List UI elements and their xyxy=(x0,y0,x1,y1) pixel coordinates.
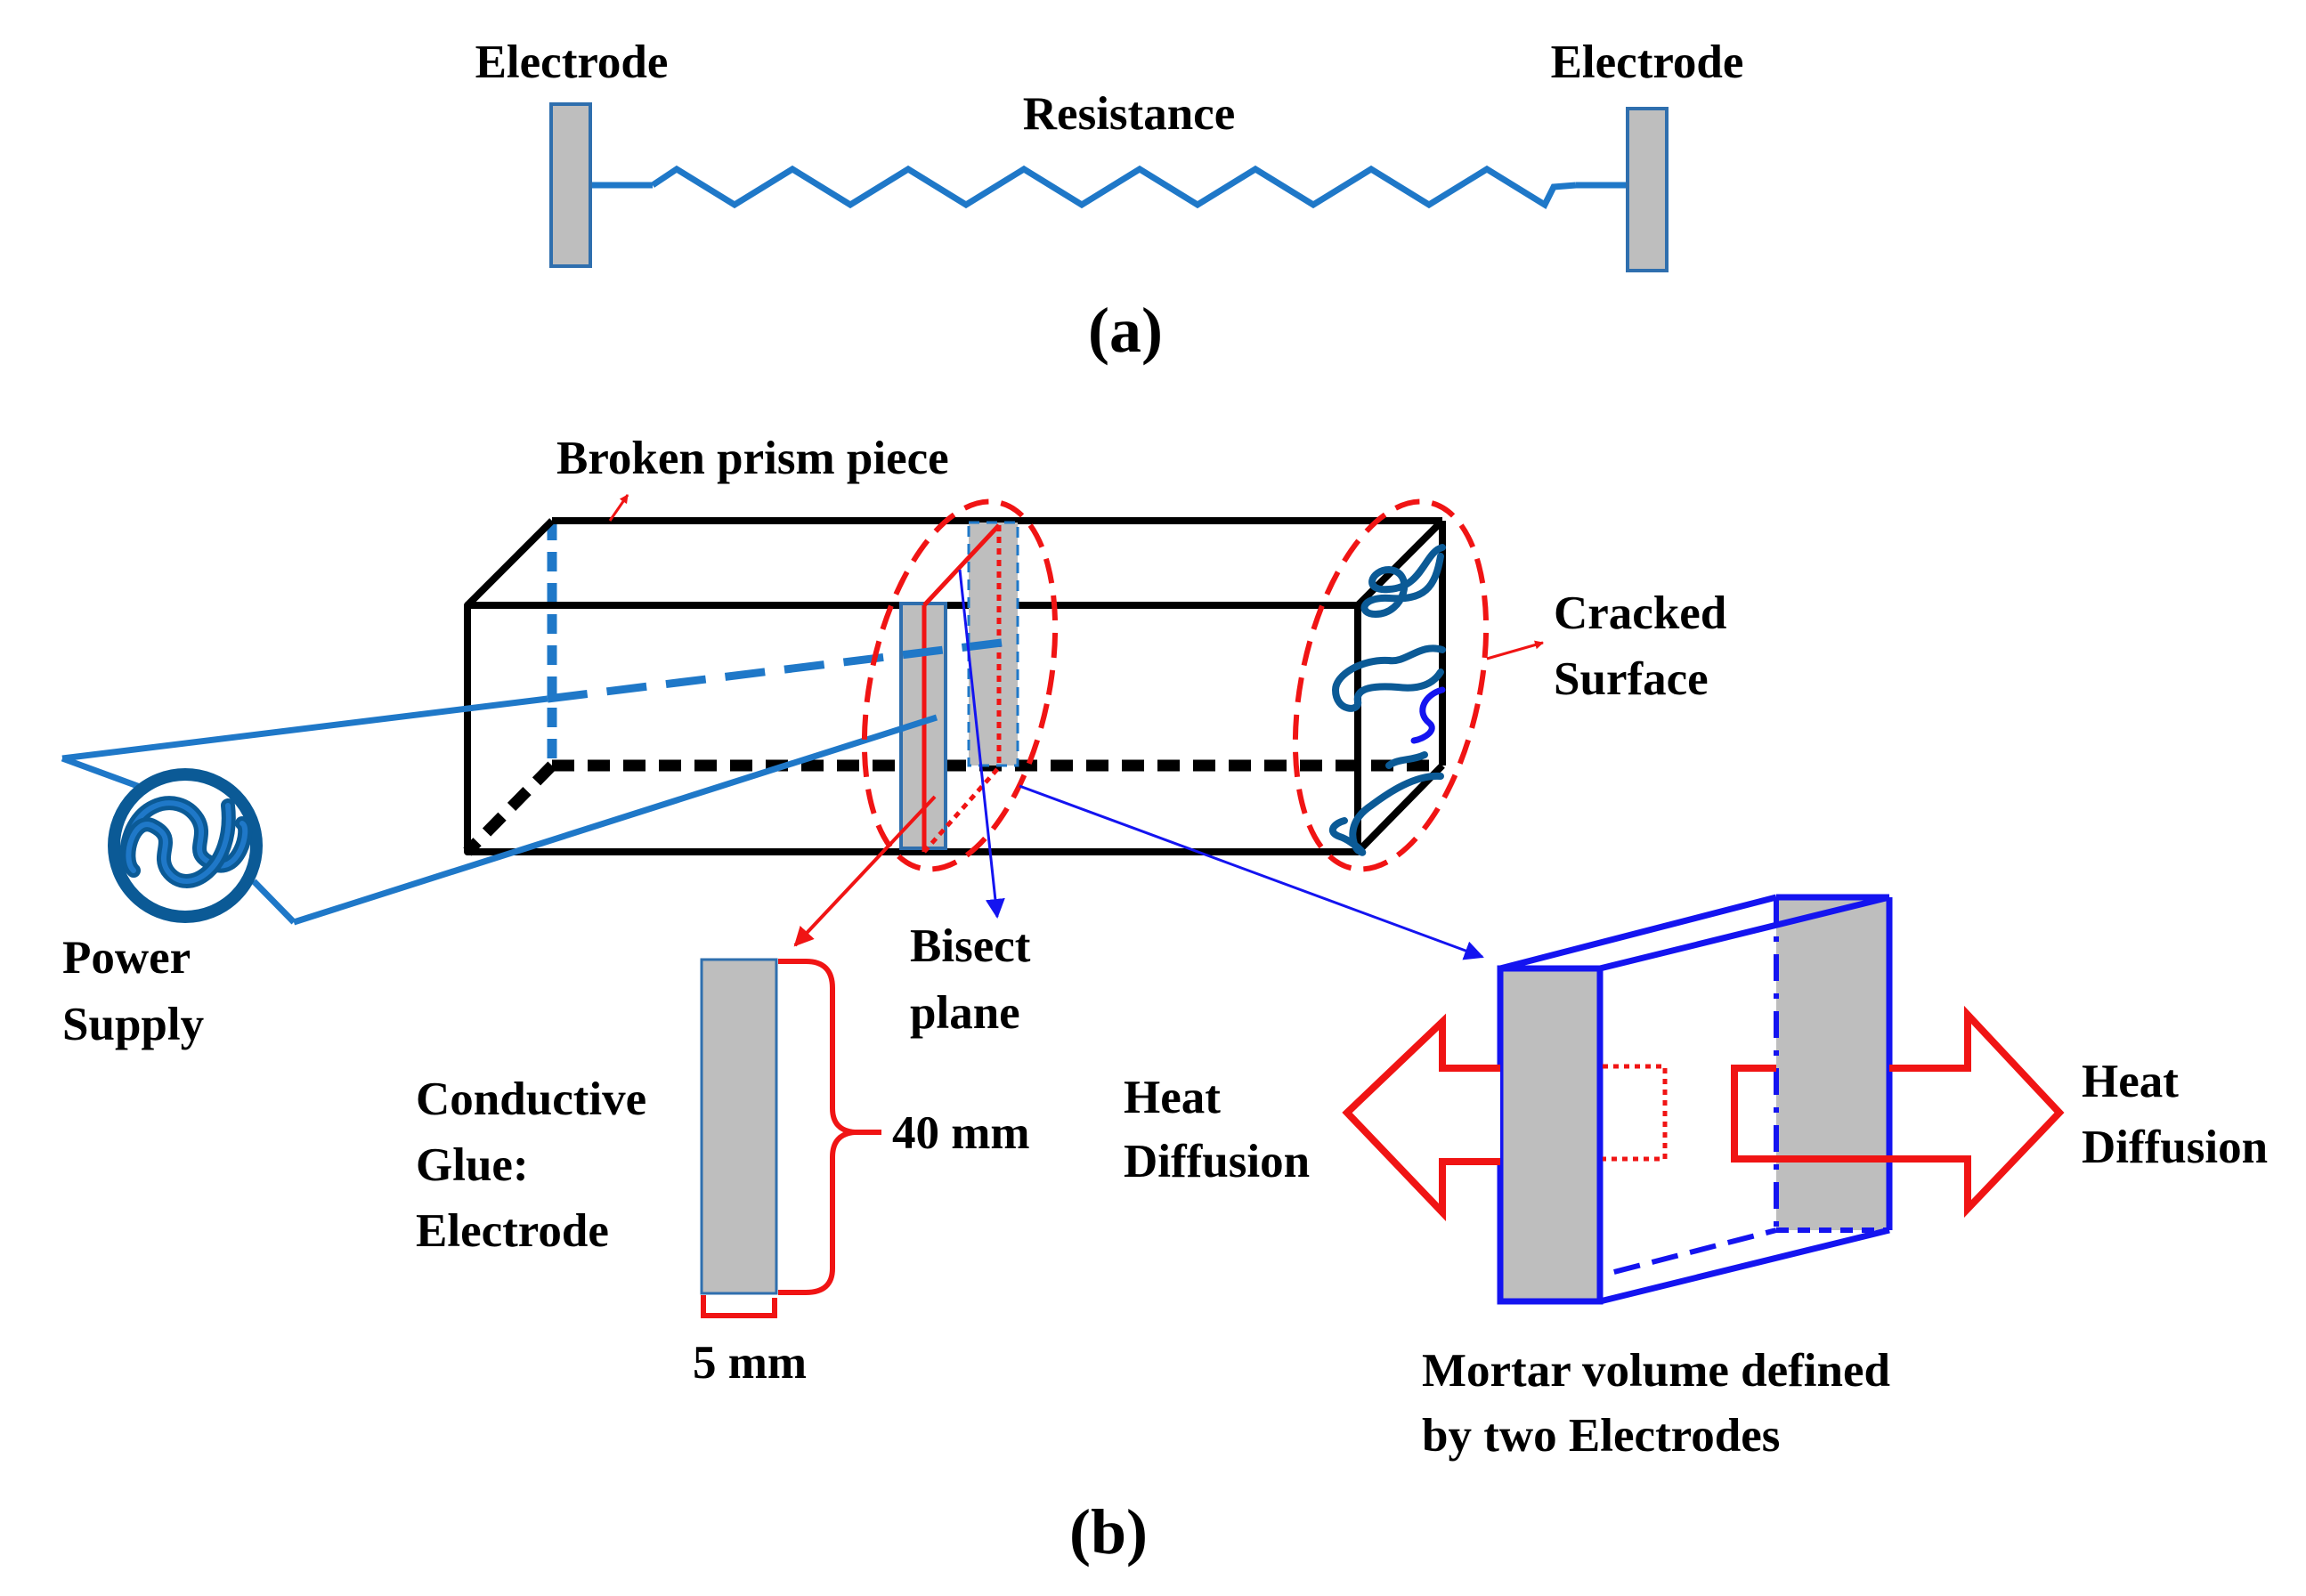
heat-right-label-line2: Diffusion xyxy=(2082,1122,2268,1173)
crack-line-4 xyxy=(1328,772,1444,856)
heat-right-label-line1: Heat xyxy=(2082,1056,2179,1107)
heat-left-label-line1: Heat xyxy=(1124,1072,1221,1123)
resistance-zigzag xyxy=(651,165,1577,209)
bisect-plane-label-line2: plane xyxy=(910,987,1020,1039)
resistance-label: Resistance xyxy=(1023,88,1235,140)
power-supply-icon xyxy=(108,768,263,923)
heat-diffusion-right-arrow xyxy=(1731,1005,2065,1218)
mortar-front-face xyxy=(1497,965,1604,1305)
broken-prism-label: Broken prism piece xyxy=(556,433,949,484)
cracked-surface-label-line2: Surface xyxy=(1554,653,1709,705)
heat-left-label-line2: Diffusion xyxy=(1124,1136,1310,1187)
bisect-plane-label-line1: Bisect xyxy=(910,920,1031,972)
panel-a: Electrode Electrode Resistance (a) xyxy=(475,36,1744,366)
bisect-top-edge xyxy=(922,523,1001,607)
mortar-top-right xyxy=(1599,894,1890,972)
conductive-glue-label-line3: Electrode xyxy=(416,1205,609,1257)
mortar-volume-arrow xyxy=(1019,784,1484,960)
mortar-volume-label-line1: Mortar volume defined xyxy=(1422,1345,1890,1397)
left-electrode-label: Electrode xyxy=(475,36,669,88)
cracked-surface-pointer xyxy=(1486,640,1544,660)
width-dimension-label: 5 mm xyxy=(693,1337,807,1389)
mortar-back-face xyxy=(1776,897,1889,1230)
wire-hidden-segment xyxy=(547,638,1003,703)
wire-top-to-supply xyxy=(61,755,144,791)
bisect-plane-arrow xyxy=(958,569,1005,919)
panel-b-caption: (b) xyxy=(1069,1496,1148,1568)
mortar-top-left xyxy=(1499,894,1777,972)
power-supply-label-line1: Power xyxy=(62,932,191,984)
heat-diffusion-inner-dotted xyxy=(1603,1064,1668,1162)
mortar-volume-label-line2: by two Electrodes xyxy=(1422,1410,1780,1462)
prism-hidden-left-edge xyxy=(463,761,556,856)
crack-lines xyxy=(1328,544,1446,856)
crack-line-1 xyxy=(1360,544,1446,618)
electrode-detail xyxy=(700,958,778,1295)
crack-highlight-ellipse xyxy=(1292,498,1490,872)
width-brace xyxy=(701,1295,777,1318)
bisect-highlight-ellipse xyxy=(861,498,1059,872)
wire-top xyxy=(61,695,548,762)
crack-line-5 xyxy=(1385,751,1428,769)
broken-prism-pointer xyxy=(608,494,629,522)
heat-diffusion-left-arrow xyxy=(1342,1013,1500,1221)
cracked-surface-label-line1: Cracked xyxy=(1554,587,1726,639)
length-brace xyxy=(778,959,881,1295)
mortar-volume xyxy=(1497,894,1893,1305)
conductive-glue-label-line1: Conductive xyxy=(416,1073,646,1125)
crack-line-2 xyxy=(1332,644,1446,712)
electrode-detail-arrow xyxy=(793,795,937,947)
bisect-bottom-edge xyxy=(922,766,1001,854)
conductive-glue-label-line2: Glue: xyxy=(416,1139,529,1191)
crack-line-3 xyxy=(1410,686,1446,744)
wire-bottom xyxy=(292,714,938,926)
power-supply-label-line2: Supply xyxy=(62,999,204,1050)
left-electrode xyxy=(549,102,592,268)
prism-top-left-edge xyxy=(465,518,555,608)
panel-a-caption: (a) xyxy=(1088,295,1163,366)
right-electrode xyxy=(1626,107,1669,272)
mortar-bottom-right xyxy=(1599,1227,1890,1305)
right-electrode-label: Electrode xyxy=(1551,36,1744,88)
panel-b: Broken prism piece Cracked Surface Power… xyxy=(61,433,2268,1568)
wire-bottom-to-supply xyxy=(251,879,296,925)
length-dimension-label: 40 mm xyxy=(892,1107,1030,1159)
prism-top-right-edge xyxy=(1355,518,1445,608)
